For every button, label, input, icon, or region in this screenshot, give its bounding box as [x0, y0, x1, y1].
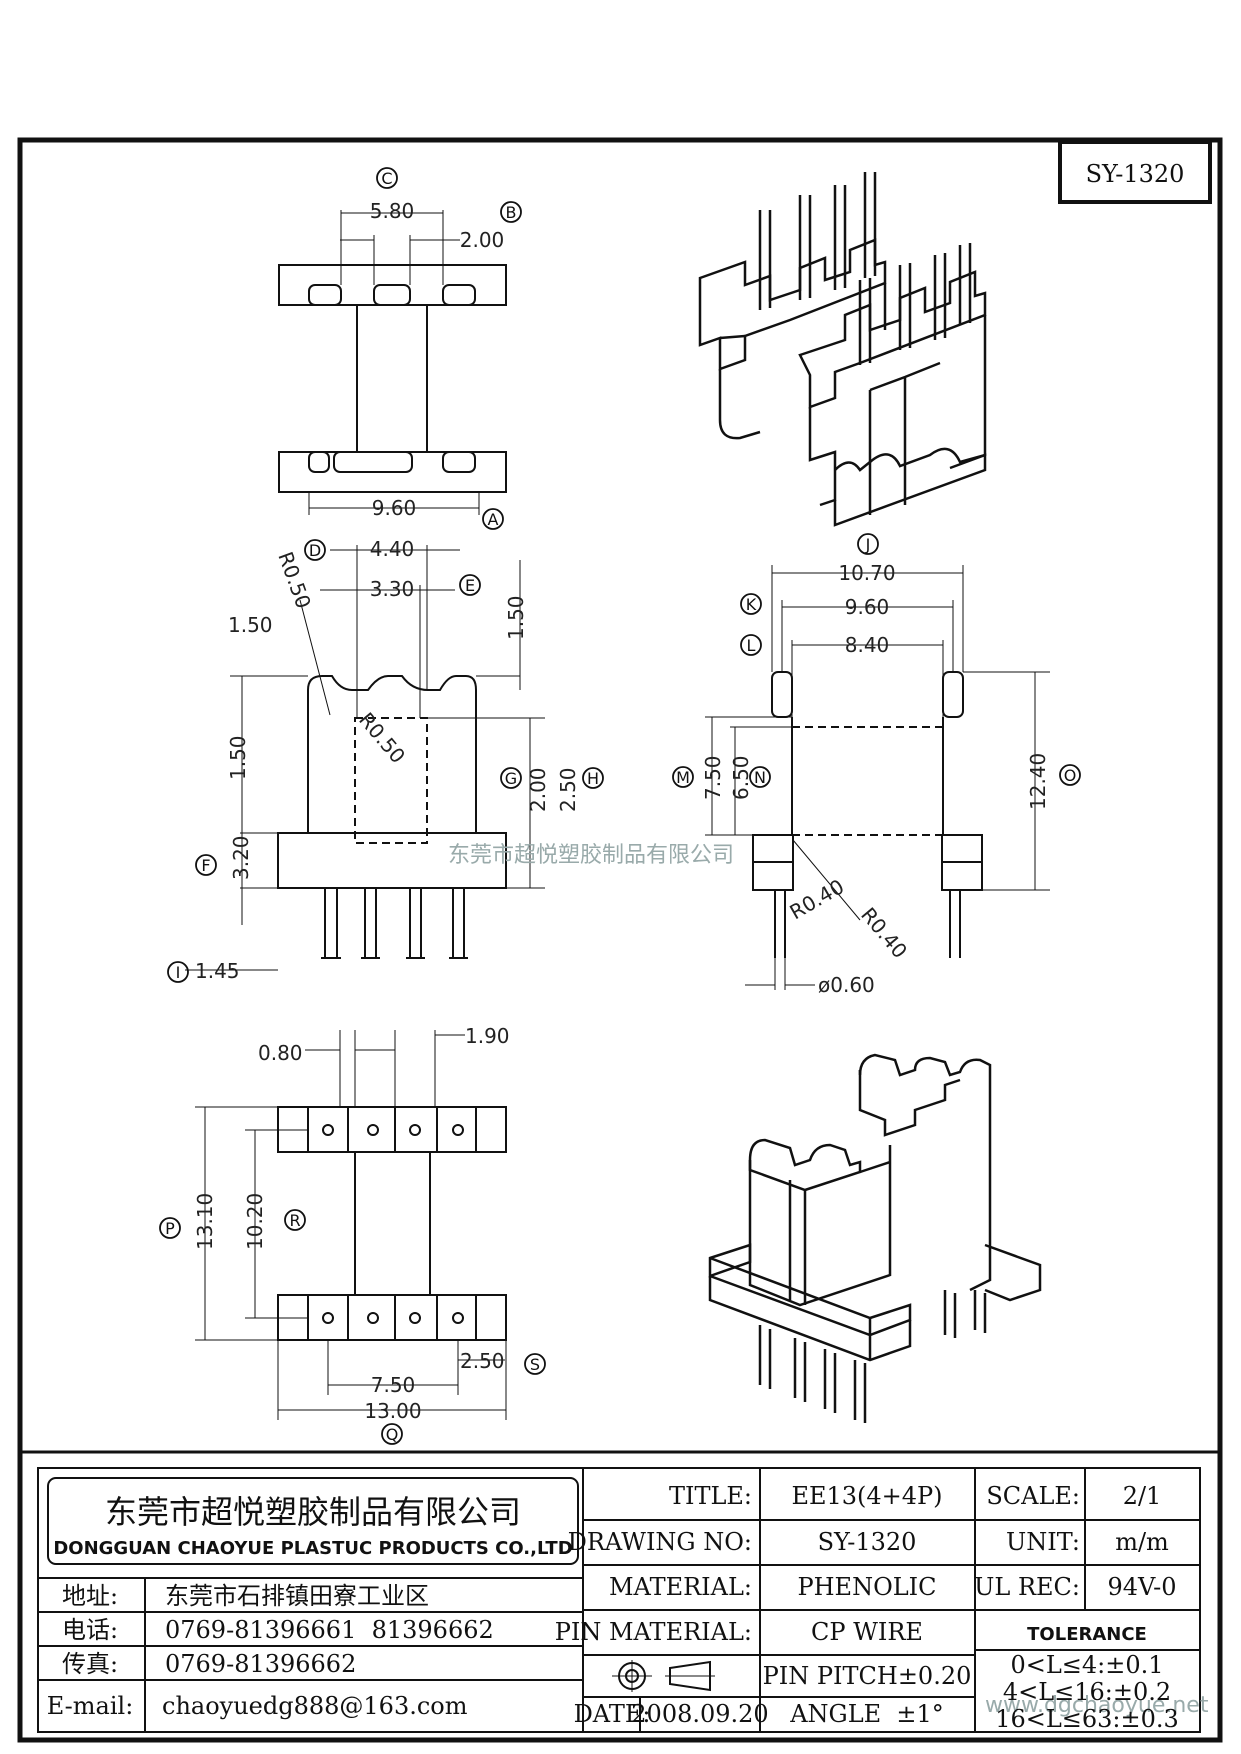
svg-text:0<L≤4:±0.1: 0<L≤4:±0.1 — [1010, 1651, 1163, 1679]
svg-text:9.60: 9.60 — [372, 496, 417, 520]
svg-text:9.60: 9.60 — [845, 595, 890, 619]
svg-text:10.70: 10.70 — [838, 561, 895, 585]
title-block-text: 东莞市超悦塑胶制品有限公司 DONGGUAN CHAOYUE PLASTUC P… — [47, 1482, 1179, 1733]
svg-text:G: G — [505, 769, 517, 788]
svg-text:3.20: 3.20 — [229, 835, 253, 880]
svg-text:D: D — [309, 541, 321, 560]
svg-text:6.50: 6.50 — [729, 755, 753, 800]
svg-text:O: O — [1064, 766, 1077, 785]
svg-text:C: C — [381, 169, 392, 188]
svg-text:SCALE:: SCALE: — [986, 1482, 1080, 1510]
side-view — [185, 545, 545, 971]
svg-text:EE13(4+4P): EE13(4+4P) — [791, 1482, 942, 1510]
svg-text:0769-81396661 81396662: 0769-81396661 81396662 — [165, 1616, 494, 1644]
svg-text:M: M — [676, 768, 690, 787]
svg-text:2.50: 2.50 — [556, 767, 580, 812]
company-cn: 东莞市超悦塑胶制品有限公司 — [105, 1493, 521, 1531]
svg-text:UL REC:: UL REC: — [974, 1573, 1080, 1601]
svg-text:4<L≤16:±0.2: 4<L≤16:±0.2 — [1003, 1678, 1171, 1706]
front-view — [705, 565, 1050, 990]
svg-text:4.40: 4.40 — [370, 537, 415, 561]
svg-text:0.80: 0.80 — [258, 1041, 303, 1065]
svg-text:94V-0: 94V-0 — [1107, 1573, 1176, 1601]
svg-text:东莞市石排镇田寮工业区: 东莞市石排镇田寮工业区 — [165, 1582, 429, 1610]
drawing-id-box — [1058, 140, 1212, 204]
svg-text:ANGLE ±1°: ANGLE ±1° — [789, 1700, 944, 1728]
svg-text:1.50: 1.50 — [504, 595, 528, 640]
svg-text:K: K — [746, 595, 757, 614]
svg-text:J: J — [865, 535, 871, 554]
company-en: DONGGUAN CHAOYUE PLASTUC PRODUCTS CO.,LT… — [53, 1538, 572, 1559]
svg-text:DRAWING NO:: DRAWING NO: — [568, 1528, 752, 1556]
outer-frame — [17, 137, 1223, 1743]
svg-text:电话:: 电话: — [62, 1616, 118, 1644]
svg-text:R0.50: R0.50 — [354, 708, 410, 768]
iso-view-bottom — [708, 1053, 1042, 1423]
svg-text:R: R — [289, 1211, 300, 1230]
svg-text:chaoyuedg888@163.com: chaoyuedg888@163.com — [162, 1692, 468, 1720]
svg-text:5.80: 5.80 — [370, 199, 415, 223]
svg-text:8.40: 8.40 — [845, 633, 890, 657]
title-block-grid — [37, 1467, 1201, 1733]
svg-text:7.50: 7.50 — [371, 1373, 416, 1397]
svg-text:E-mail:: E-mail: — [47, 1692, 134, 1720]
svg-text:CP WIRE: CP WIRE — [811, 1618, 923, 1646]
svg-text:PIN MATERIAL:: PIN MATERIAL: — [555, 1618, 752, 1646]
svg-text:PIN PITCH±0.20: PIN PITCH±0.20 — [763, 1662, 972, 1690]
svg-text:2.00: 2.00 — [460, 228, 505, 252]
svg-text:E: E — [465, 576, 475, 595]
svg-text:Q: Q — [386, 1425, 399, 1444]
bottom-view — [195, 1030, 507, 1420]
svg-text:A: A — [488, 510, 499, 529]
top-view — [278, 210, 507, 515]
svg-text:3.30: 3.30 — [370, 577, 415, 601]
svg-text:B: B — [506, 203, 517, 222]
svg-text:TITLE:: TITLE: — [669, 1482, 752, 1510]
svg-text:S: S — [530, 1355, 540, 1374]
svg-text:m/m: m/m — [1115, 1528, 1169, 1556]
svg-text:2008.09.20: 2008.09.20 — [631, 1700, 768, 1728]
side-view-dims: 4.40 3.30 R0.50 R0.50 1.50 1.50 1.50 2.0… — [195, 537, 580, 983]
watermark-url: www.dgchaoyue.net — [985, 1693, 1209, 1718]
callout-circles — [159, 167, 1081, 1445]
svg-text:H: H — [587, 769, 599, 788]
svg-text:I: I — [176, 963, 181, 982]
svg-text:UNIT:: UNIT: — [1006, 1528, 1080, 1556]
svg-text:0769-81396662: 0769-81396662 — [165, 1650, 356, 1678]
svg-text:R0.40: R0.40 — [786, 874, 849, 924]
svg-text:12.40: 12.40 — [1026, 753, 1050, 810]
svg-text:F: F — [201, 856, 210, 875]
svg-text:R0.40: R0.40 — [856, 903, 912, 963]
svg-text:1.45: 1.45 — [195, 959, 240, 983]
svg-text:7.50: 7.50 — [701, 755, 725, 800]
svg-text:SY-1320: SY-1320 — [818, 1528, 917, 1556]
svg-text:2.00: 2.00 — [526, 767, 550, 812]
svg-text:地址:: 地址: — [62, 1582, 118, 1610]
svg-text:2.50: 2.50 — [460, 1349, 505, 1373]
svg-text:ø0.60: ø0.60 — [818, 973, 875, 997]
svg-text:TOLERANCE: TOLERANCE — [1027, 1624, 1147, 1645]
svg-text:13.00: 13.00 — [364, 1399, 421, 1423]
svg-text:N: N — [754, 768, 766, 787]
bottom-view-dims: 0.80 1.90 13.10 10.20 7.50 2.50 13.00 — [193, 1024, 510, 1423]
watermark: 东莞市超悦塑胶制品有限公司 — [448, 843, 734, 868]
svg-text:DATE:: DATE: — [574, 1700, 651, 1728]
svg-text:13.10: 13.10 — [193, 1193, 217, 1250]
svg-text:1.50: 1.50 — [228, 613, 273, 637]
top-view-dims: 5.80 2.00 9.60 — [370, 199, 505, 520]
svg-text:1.90: 1.90 — [465, 1024, 510, 1048]
svg-text:PHENOLIC: PHENOLIC — [797, 1573, 936, 1601]
svg-text:16<L≤63:±0.3: 16<L≤63:±0.3 — [995, 1705, 1179, 1733]
svg-text:P: P — [165, 1219, 175, 1238]
callout-letters: A B C D E F G H I J K L M N O P Q R S — [165, 169, 1076, 1444]
svg-text:L: L — [747, 636, 756, 655]
drawing-id: SY-1320 — [1086, 160, 1185, 188]
svg-text:1.50: 1.50 — [226, 735, 250, 780]
svg-text:2/1: 2/1 — [1123, 1482, 1162, 1510]
svg-text:MATERIAL:: MATERIAL: — [609, 1573, 752, 1601]
iso-view-top — [698, 172, 987, 527]
svg-text:10.20: 10.20 — [243, 1193, 267, 1250]
svg-text:传真:: 传真: — [62, 1650, 118, 1678]
